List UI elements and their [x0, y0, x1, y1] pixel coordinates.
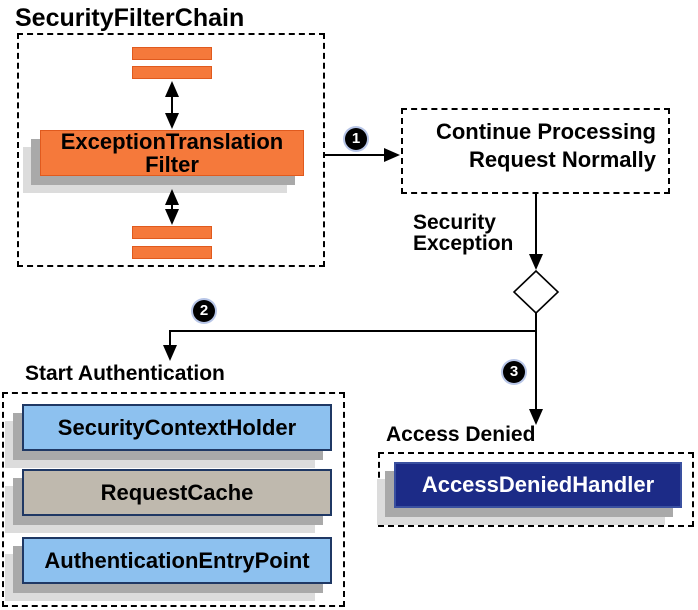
filter-bar-icon: [132, 66, 212, 79]
exception-translation-filter-label-line1: ExceptionTranslation: [60, 129, 284, 154]
decision-diamond: [512, 269, 560, 315]
arrow-step2: [163, 330, 536, 361]
step-1-badge: 1: [345, 128, 367, 150]
arrow-step3: [529, 313, 543, 425]
arrow-step1: [325, 148, 400, 162]
start-authentication-title: Start Authentication: [25, 362, 225, 385]
filter-bar-icon: [132, 47, 212, 60]
start-authentication-container: [2, 392, 345, 607]
access-denied-handler-box: AccessDeniedHandler: [394, 462, 682, 508]
arrow-security-exception: [529, 194, 543, 270]
continue-processing-box: Continue Processing Request Normally: [401, 108, 670, 194]
filter-bar-icon: [132, 246, 212, 259]
step-3-badge: 3: [503, 361, 525, 383]
access-denied-title: Access Denied: [386, 423, 536, 446]
step-2-badge: 2: [193, 300, 215, 322]
security-filter-chain-container: [17, 33, 325, 267]
request-cache-box: RequestCache: [22, 469, 332, 516]
security-exception-label: Security Exception: [413, 211, 514, 255]
authentication-entry-point-box: AuthenticationEntryPoint: [22, 537, 332, 584]
exception-translation-filter-label-line2: Filter: [145, 152, 199, 177]
continue-processing-label-line1: Continue Processing: [435, 119, 656, 144]
access-denied-container: [378, 452, 694, 527]
security-context-holder-box: SecurityContextHolder: [22, 404, 332, 451]
exception-translation-filter-box: ExceptionTranslation Filter: [40, 130, 304, 176]
security-filter-chain-title: SecurityFilterChain: [15, 4, 245, 32]
continue-processing-label-line2: Request Normally: [468, 147, 656, 172]
filter-bar-icon: [132, 226, 212, 239]
